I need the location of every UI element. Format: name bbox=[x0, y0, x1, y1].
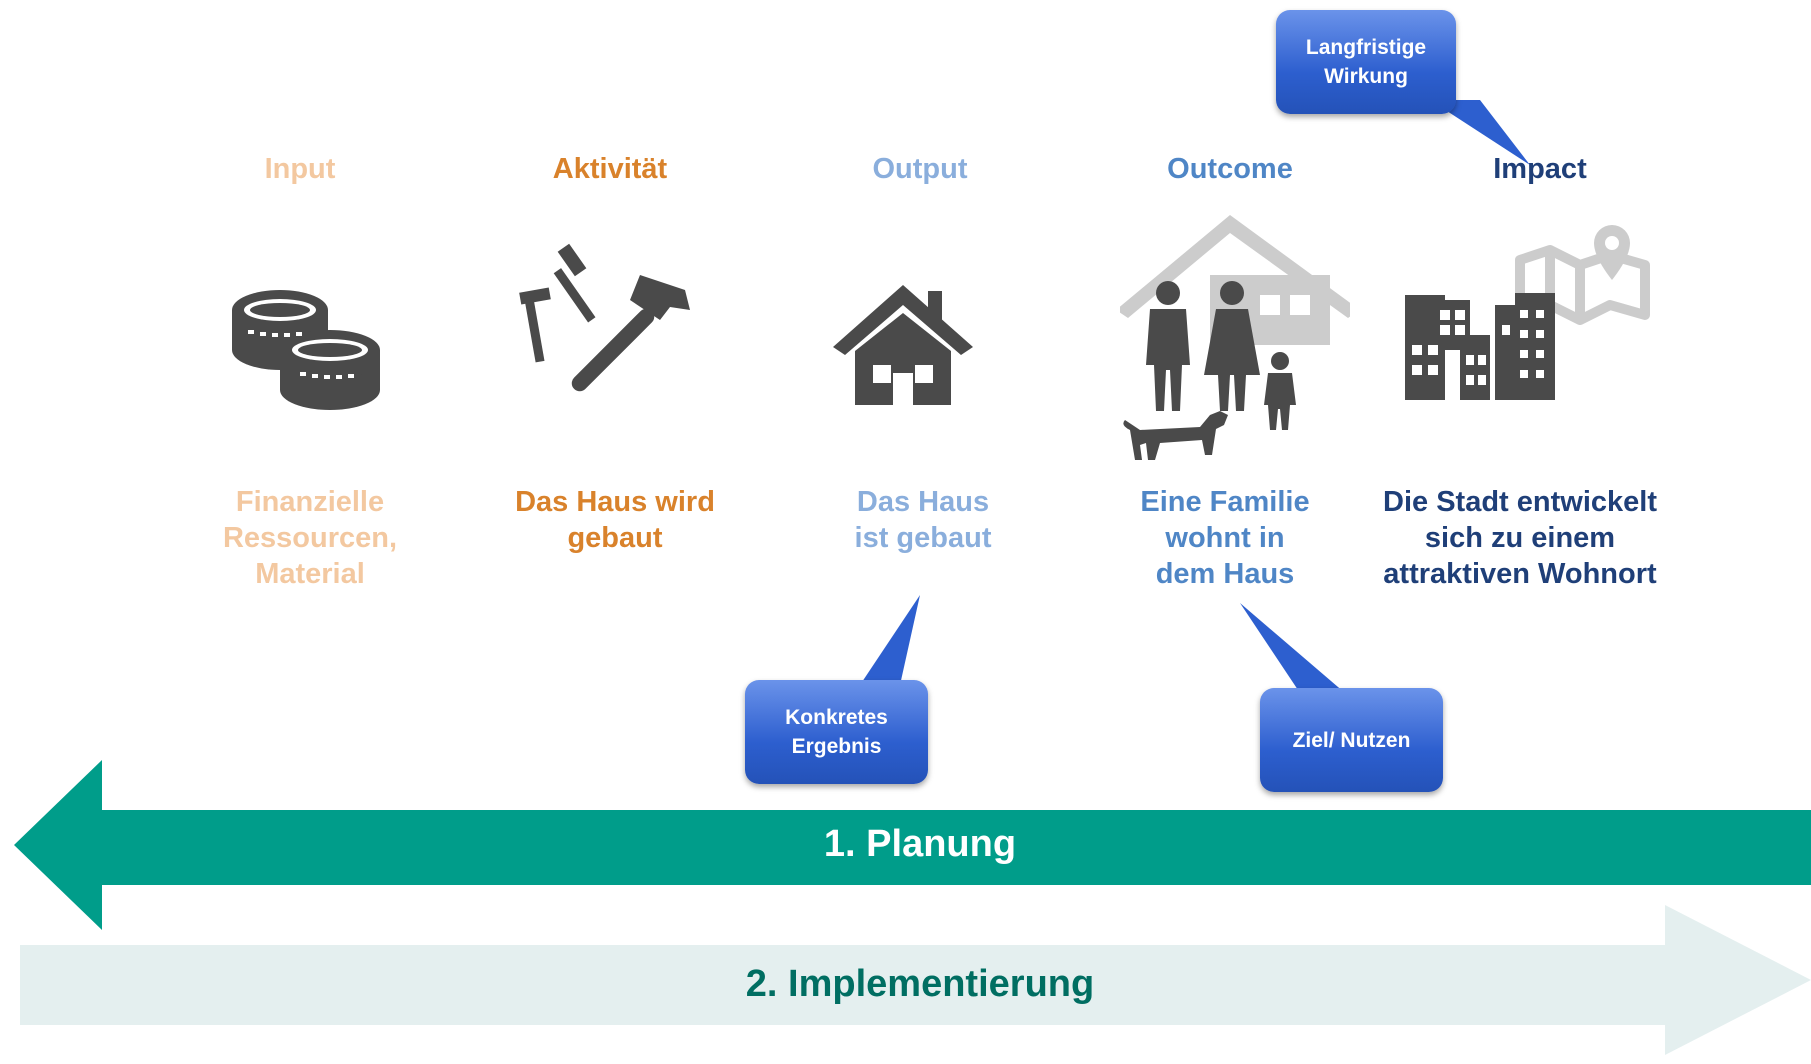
callout-outcome-tail bbox=[1240, 603, 1345, 693]
stage-title-input: Input bbox=[264, 153, 336, 185]
stage-title-impact: Impact bbox=[1493, 153, 1587, 185]
callout-output-tail bbox=[860, 595, 920, 685]
planning-arrow bbox=[14, 760, 1811, 930]
implementation-label: 2. Implementierung bbox=[745, 963, 1095, 1005]
family-icon bbox=[1120, 215, 1350, 460]
stage-title-output: Output bbox=[872, 153, 968, 185]
planning-label: 1. Planung bbox=[823, 823, 1017, 865]
stage-title-aktivitaet: Aktivität bbox=[552, 153, 668, 185]
callout-outcome: Ziel/ Nutzen bbox=[1260, 688, 1443, 792]
house-icon bbox=[833, 285, 973, 405]
implementation-arrow bbox=[20, 905, 1811, 1055]
stage-title-outcome: Outcome bbox=[1167, 153, 1293, 185]
coins-icon bbox=[232, 290, 380, 410]
tools-icon bbox=[519, 243, 690, 392]
city-icon bbox=[1405, 225, 1650, 400]
callout-impact-tail bbox=[1430, 100, 1530, 165]
